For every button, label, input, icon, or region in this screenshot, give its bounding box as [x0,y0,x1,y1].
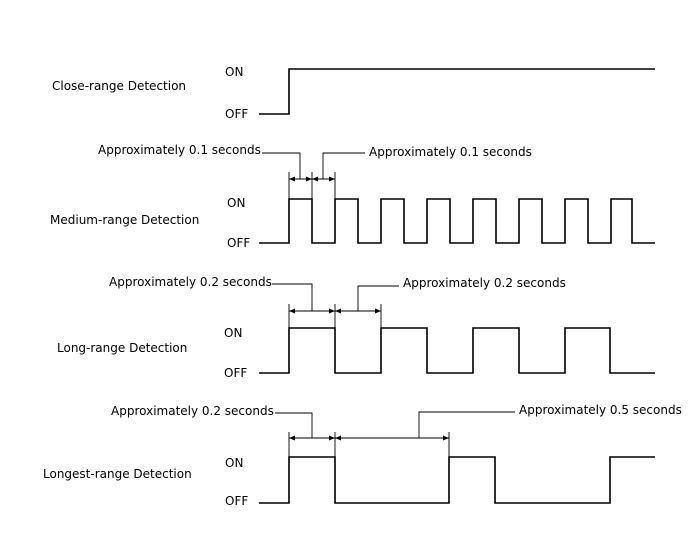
long-dimension-arrowheads [289,308,381,314]
medium-off-leader [322,152,365,179]
long-range-waveform [259,327,655,374]
long-range-label: Long-range Detection [57,341,187,355]
medium-off-duration-label: Approximately 0.1 seconds [369,145,532,159]
close-range-waveform [259,68,655,115]
long-range-on-label: ON [224,326,242,340]
close-range-row: Close-range Detection ON OFF [52,65,655,121]
longest-off-leader [418,411,515,438]
longest-dimension-arrowheads [289,435,449,441]
long-range-row: Approximately 0.2 seconds Approximately … [57,275,655,380]
long-on-leader [272,283,313,311]
long-off-leader [357,285,399,311]
longest-range-row: Approximately 0.2 seconds Approximately … [43,403,682,508]
medium-on-duration-label: Approximately 0.1 seconds [98,143,261,157]
long-dimension-ticks [288,304,382,330]
longest-range-off-label: OFF [225,494,248,508]
longest-on-leader [275,412,313,438]
medium-range-label: Medium-range Detection [50,213,199,227]
long-on-duration-label: Approximately 0.2 seconds [109,275,272,289]
close-range-on-label: ON [225,65,243,79]
longest-range-on-label: ON [225,456,243,470]
longest-range-label: Longest-range Detection [43,467,192,481]
long-off-duration-label: Approximately 0.2 seconds [403,276,566,290]
medium-range-row: Approximately 0.1 seconds Approximately … [50,143,655,250]
medium-range-off-label: OFF [227,236,250,250]
longest-range-waveform [259,456,655,504]
medium-range-waveform [259,198,655,244]
longest-off-duration-label: Approximately 0.5 seconds [519,403,682,417]
close-range-off-label: OFF [225,107,248,121]
longest-on-duration-label: Approximately 0.2 seconds [111,404,274,418]
close-range-label: Close-range Detection [52,79,186,93]
medium-on-leader [262,152,301,179]
medium-dimension-ticks [288,172,336,200]
medium-dimension-arrowheads [289,176,335,182]
longest-dimension-ticks [288,432,450,458]
long-range-off-label: OFF [224,366,247,380]
medium-range-on-label: ON [227,196,245,210]
